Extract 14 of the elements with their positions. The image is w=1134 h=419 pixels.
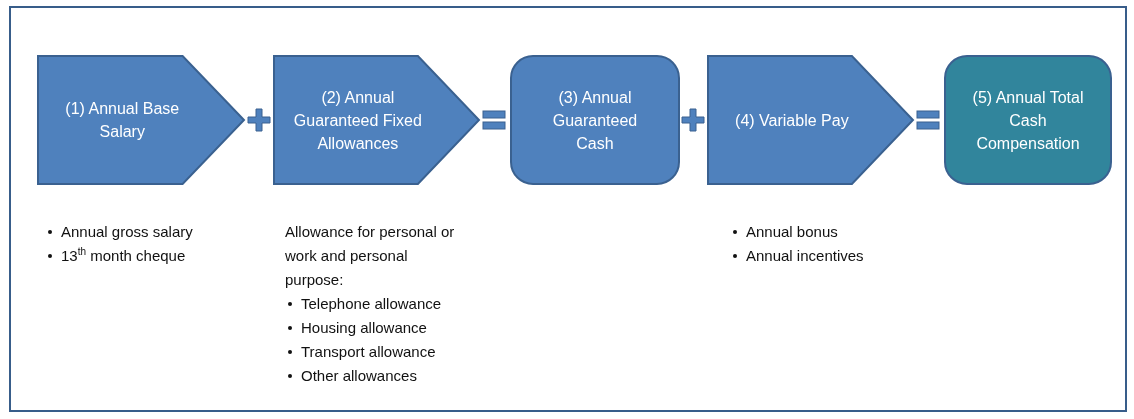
bullet-item: Annual bonus: [730, 220, 930, 244]
bullet-item: Transport allowance: [285, 340, 505, 364]
step-label: (5) Annual Total Cash Compensation: [972, 87, 1084, 154]
bullet-item: Annual gross salary: [45, 220, 245, 244]
description-text: Allowance for personal or work and personal purpose:: [285, 222, 456, 290]
bullet-item: Telephone allowance: [285, 292, 505, 316]
step-label: (1) Annual Base Salary: [64, 99, 181, 142]
bullet-item: Housing allowance: [285, 316, 505, 340]
step-label: (3) Annual Guaranteed Cash: [551, 87, 639, 154]
bullet-item: Annual incentives: [730, 244, 930, 268]
bullet-item: 13$^{th}$ month cheque: [45, 244, 245, 268]
step-label: (2) Annual Guaranteed Fixed Allowances: [292, 87, 423, 154]
step-label: (4) Variable Pay: [735, 110, 849, 131]
bullet-item: Other allowances: [285, 364, 505, 388]
